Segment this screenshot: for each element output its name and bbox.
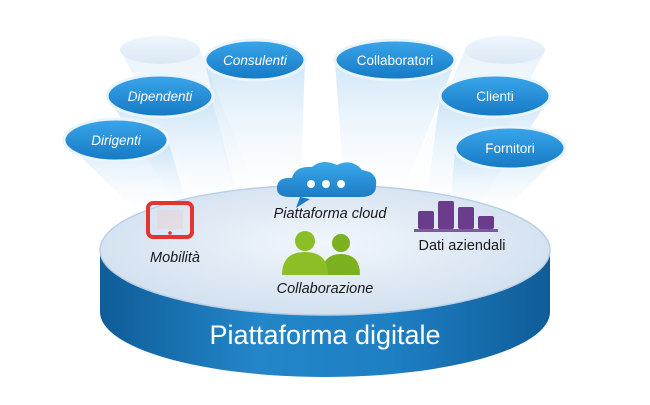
module-collaborazione: Collaborazione (277, 231, 374, 297)
group-label: Dipendenti (128, 89, 194, 104)
module-label: Collaborazione (277, 281, 374, 297)
module-cloud: Piattaforma cloud (274, 161, 388, 222)
group-consulenti: Consulenti (203, 38, 307, 82)
cloud-chat-icon (276, 161, 377, 208)
group-label: Collaboratori (357, 53, 434, 68)
module-label: Piattaforma cloud (274, 206, 388, 222)
group-label: Fornitori (485, 141, 535, 156)
module-mobilita: Mobilità (146, 201, 200, 266)
group-label: Clienti (476, 89, 514, 104)
module-label: Mobilità (150, 250, 200, 266)
group-collaboratori: Collaboratori (333, 38, 457, 82)
platform-title: Piattaforma digitale (209, 320, 440, 350)
group-label: Dirigenti (91, 133, 142, 148)
group-clienti: Clienti (438, 73, 552, 119)
platform-disc: Piattaforma digitale (99, 184, 551, 377)
group-fornitori: Fornitori (453, 125, 567, 171)
group-dipendenti: Dipendenti (105, 73, 215, 119)
group-dirigenti: Dirigenti (62, 117, 170, 163)
module-label: Dati aziendali (418, 238, 505, 254)
people-icon (282, 231, 360, 275)
module-dati-aziendali: Dati aziendali (414, 201, 506, 254)
bar-chart-icon (414, 201, 498, 232)
faded-group-ellipses (120, 36, 545, 64)
tablet-icon (146, 201, 194, 239)
group-label: Consulenti (223, 53, 288, 68)
